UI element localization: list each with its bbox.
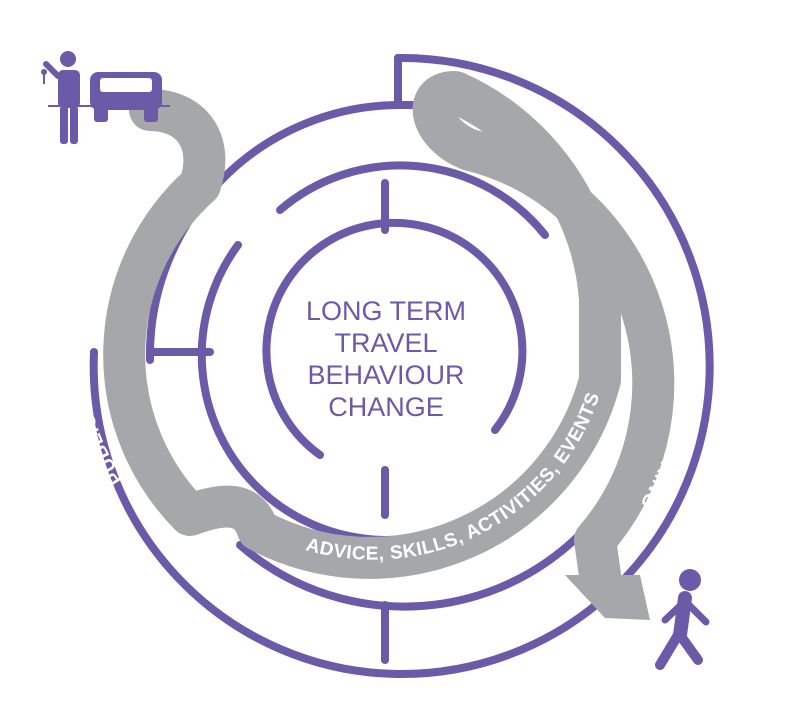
third-ring: [276, 161, 549, 239]
center-line-3: BEHAVIOUR: [307, 360, 464, 390]
center-line-2: TRAVEL: [334, 328, 437, 358]
center-line-1: LONG TERM: [306, 296, 466, 326]
center-line-4: CHANGE: [328, 392, 444, 422]
route-arrowhead: [565, 575, 650, 620]
walking-person-icon: [655, 569, 710, 670]
inner-ring: [262, 218, 527, 459]
route-path: [103, 71, 675, 596]
driver-with-car-icon: [41, 51, 170, 144]
